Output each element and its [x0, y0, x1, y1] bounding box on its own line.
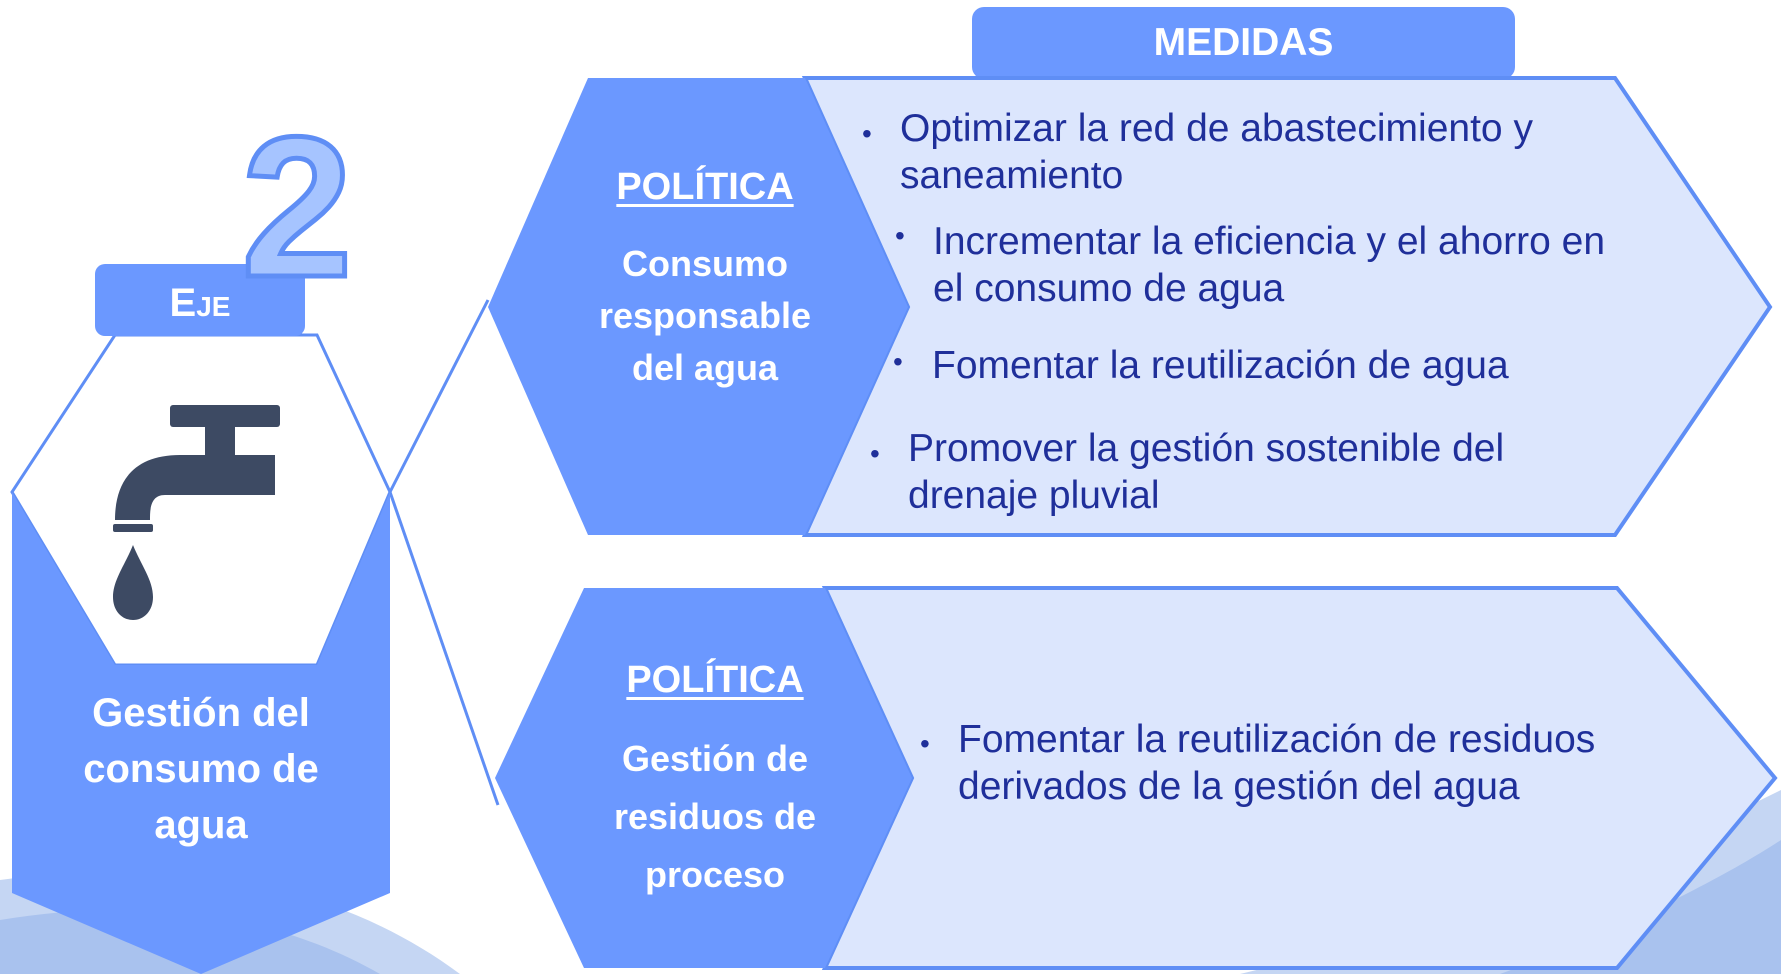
measure-text: Optimizar la red de abastecimiento y san…: [900, 105, 1533, 199]
policy-2-name-line: proceso: [644, 854, 786, 895]
medidas-label: MEDIDAS: [1153, 21, 1334, 64]
measure-line: Promover la gestión sostenible del: [908, 427, 1505, 470]
measure-line: drenaje pluvial: [908, 474, 1160, 517]
measure-text: Fomentar la reutilización de residuos de…: [958, 716, 1595, 810]
measure-line: Fomentar la reutilización de residuos: [958, 718, 1596, 761]
policy-1-name: Consumo responsable del agua: [580, 238, 830, 394]
axis-title-line: consumo de: [83, 747, 319, 791]
policy-2-name-line: residuos de: [613, 796, 817, 837]
policy-1-name-line: responsable: [598, 295, 812, 336]
wave-right-inner: [1500, 840, 1781, 974]
policy-1-hexagon: [488, 78, 908, 535]
policy-2-name: Gestión de residuos de proceso: [585, 730, 845, 904]
bullet-icon: •: [895, 220, 905, 251]
bullet-icon: •: [920, 728, 930, 759]
faucet-icon: [113, 405, 280, 620]
connector-bottom: [388, 491, 500, 806]
axis-title-line: agua: [154, 803, 248, 847]
measure-line: derivados de la gestión del agua: [958, 765, 1520, 808]
measure-line: Optimizar la red de abastecimiento y: [900, 107, 1533, 150]
axis-title: Gestión del consumo de agua: [30, 685, 372, 853]
policy-2-hexagon: [495, 588, 912, 968]
policy-2-name-line: Gestión de: [621, 738, 809, 779]
policy-1-label-text: POLÍTICA: [616, 166, 794, 208]
measure-line: Fomentar la reutilización de agua: [932, 344, 1509, 387]
measure-line: Incrementar la eficiencia y el ahorro en: [933, 220, 1606, 263]
axis-label-je: JE: [196, 291, 231, 322]
axis-label-e: E: [169, 281, 197, 325]
policy-2-label: POLÍTICA: [585, 658, 845, 702]
policy-2-label-text: POLÍTICA: [626, 659, 804, 701]
bullet-icon: •: [870, 438, 880, 469]
measure-text: Promover la gestión sostenible del drena…: [908, 425, 1504, 519]
policy-1-label: POLÍTICA: [580, 165, 830, 209]
axis-number: 2: [239, 96, 355, 319]
policy-1-name-line: Consumo: [622, 243, 788, 284]
measure-line: saneamiento: [900, 154, 1124, 197]
policy-1-name-line: del agua: [631, 347, 779, 388]
axis-label-box: [95, 264, 305, 336]
measure-text: Fomentar la reutilización de agua: [932, 342, 1509, 389]
axis-base-panel: [12, 492, 390, 974]
medidas-header: [972, 7, 1515, 79]
measure-line: el consumo de agua: [933, 267, 1285, 310]
bullet-icon: •: [893, 346, 903, 377]
bullet-icon: •: [862, 118, 872, 149]
axis-label: EJE: [95, 283, 305, 327]
connector-top: [388, 299, 490, 493]
axis-title-line: Gestión del: [92, 691, 310, 735]
measure-text: Incrementar la eficiencia y el ahorro en…: [933, 218, 1605, 312]
